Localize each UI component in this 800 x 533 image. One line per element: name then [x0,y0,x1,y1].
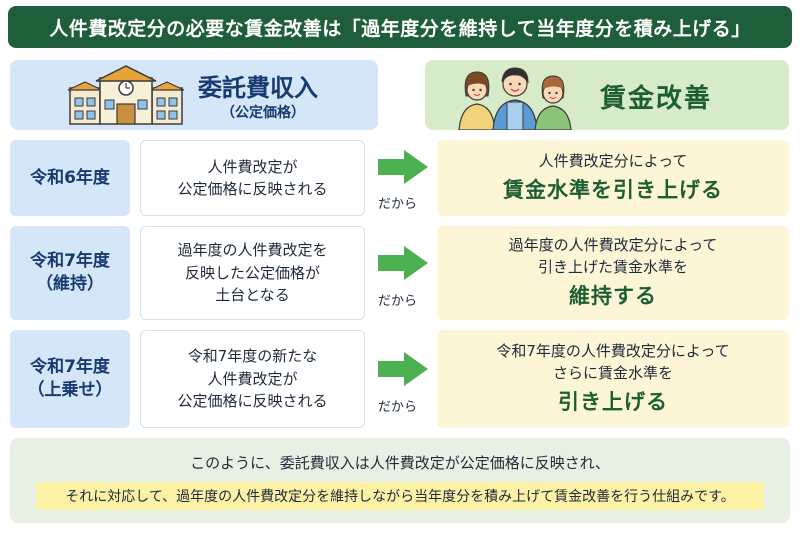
result-emphasis: 賃金水準を引き上げる [503,177,723,202]
right-arrow-icon [378,352,428,386]
result-box-r6: 人件費改定分によって 賃金水準を引き上げる [437,140,789,216]
year-label: 令和7年度 [30,357,110,378]
school-building-icon [67,65,185,125]
summary-panel: このように、委託費収入は人件費改定が公定価格に反映され、 それに対応して、過年度… [10,438,790,523]
result-text-line: 引き上げた賃金水準を [537,257,688,276]
result-text-line: さらに賃金水準を [552,363,673,382]
year-label: 令和7年度 [30,251,110,272]
title-bar: 人件費改定分の必要な賃金改善は「過年度分を維持して当年度分を積み上げる」 [8,6,792,48]
middle-text-line: 人件費改定が [207,157,298,176]
connector-text: だから [378,197,418,212]
middle-text-line: 公定価格に反映される [177,392,328,411]
result-text-line: 過年度の人件費改定分によって [508,236,718,255]
header-wage-improvement: 賃金改善 [425,60,789,130]
result-emphasis: 引き上げる [558,389,668,414]
header-right-title: 賃金改善 [600,84,713,114]
year-sublabel: （上乗せ） [27,380,113,400]
middle-text-line: 土台となる [215,286,290,305]
year-label: 令和6年度 [30,167,110,188]
right-arrow-icon [378,246,428,280]
year-label-r7-maintain: 令和7年度 （維持） [10,226,130,320]
result-box-r7-add: 令和7年度の人件費改定分によって さらに賃金水準を 引き上げる [437,330,789,428]
middle-text-line: 公定価格に反映される [177,180,328,198]
page-title: 人件費改定分の必要な賃金改善は「過年度分を維持して当年度分を積み上げる」 [49,17,751,40]
header-commission-income: 委託費収入 （公定価格） [10,60,378,130]
result-text-line: 令和7年度の人件費改定分によって [496,342,730,361]
connector-text: だから [378,294,418,309]
right-arrow-icon [378,150,428,184]
year-label-r6: 令和6年度 [10,140,130,216]
header-left-subtitle: （公定価格） [221,105,305,121]
year-sublabel: （維持） [36,274,104,294]
result-emphasis: 維持する [569,283,657,308]
fee-reflection-box-r7-maintain: 過年度の人件費改定を 反映した公定価格が 土台となる [140,226,365,320]
middle-text-line: 人件費改定が [207,369,298,388]
middle-text-line: 令和7年度の新たな [187,347,318,366]
fee-reflection-box-r7-add: 令和7年度の新たな 人件費改定が 公定価格に反映される [140,330,365,428]
year-label-r7-add: 令和7年度 （上乗せ） [10,330,130,428]
summary-line-2: それに対応して、過年度の人件費改定分を維持しながら当年度分を積み上げて賃金改善を… [65,489,735,505]
staff-group-icon [458,67,572,130]
summary-line-1: このように、委託費収入は人件費改定が公定価格に反映され、 [190,454,610,472]
summary-line-2-highlight: それに対応して、過年度の人件費改定分を維持しながら当年度分を積み上げて賃金改善を… [36,482,764,510]
fee-reflection-box-r6: 人件費改定が 公定価格に反映される [140,140,365,216]
result-box-r7-maintain: 過年度の人件費改定分によって 引き上げた賃金水準を 維持する [437,226,789,320]
result-text-line: 人件費改定分によって [538,151,688,170]
middle-text-line: 過年度の人件費改定を [177,241,328,260]
header-left-title: 委託費収入 [198,74,318,102]
middle-text-line: 反映した公定価格が [184,263,320,282]
connector-text: だから [378,400,418,415]
